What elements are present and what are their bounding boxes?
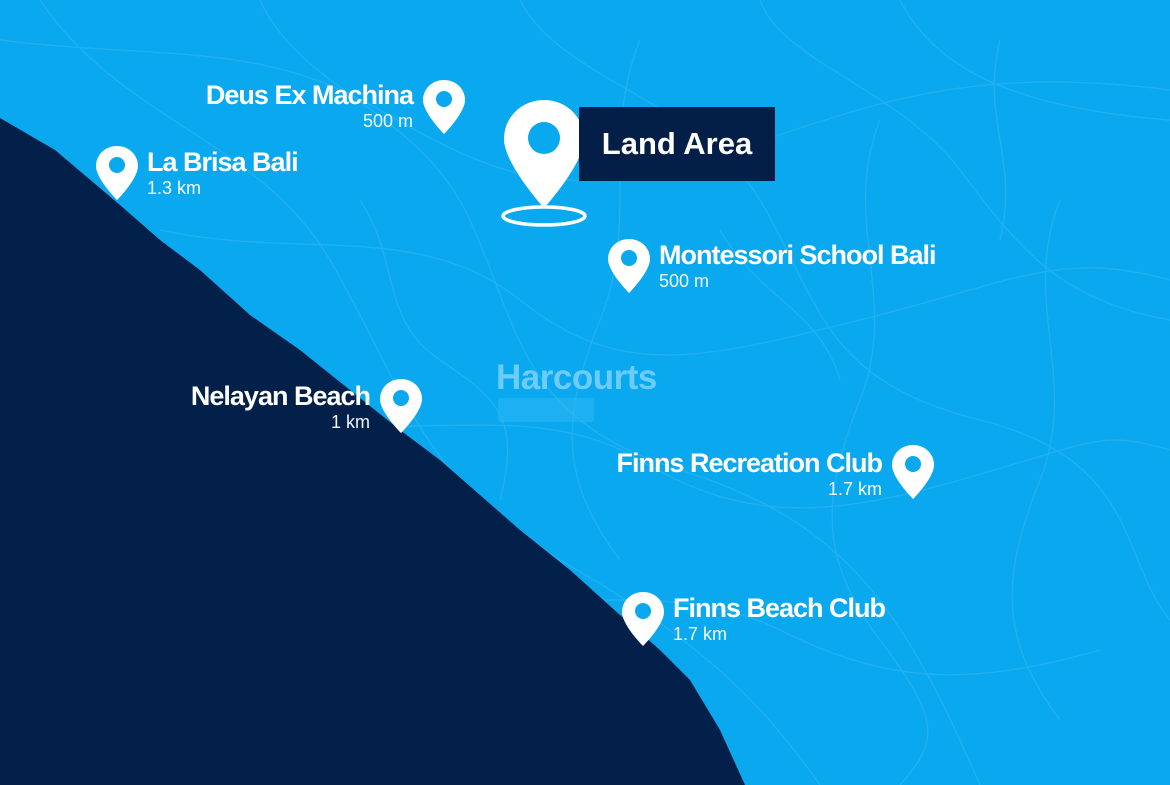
poi-distance: 500 m [659, 271, 710, 291]
map-pin-icon[interactable] [605, 237, 653, 295]
land-area-pin-icon[interactable] [498, 96, 590, 228]
poi-distance: 1.7 km [673, 624, 728, 644]
poi-montessori-school-bali[interactable]: Montessori School Bali 500 m [659, 240, 937, 292]
poi-name: Finns Beach Club [673, 593, 886, 623]
poi-distance: 1.3 km [147, 178, 202, 198]
map-pin-icon[interactable] [93, 144, 141, 202]
poi-finns-beach-club[interactable]: Finns Beach Club 1.7 km [673, 593, 886, 645]
poi-name: Finns Recreation Club [616, 448, 883, 478]
land-area-label: Land Area [579, 107, 775, 181]
poi-deus-ex-machina[interactable]: Deus Ex Machina 500 m [180, 80, 414, 132]
poi-name: La Brisa Bali [147, 147, 299, 177]
poi-name: Deus Ex Machina [205, 80, 414, 110]
map-pin-icon[interactable] [889, 443, 937, 501]
poi-finns-recreation-club[interactable]: Finns Recreation Club 1.7 km [580, 448, 883, 500]
harcourts-watermark: Harcourts [496, 358, 657, 397]
poi-la-brisa-bali[interactable]: La Brisa Bali 1.3 km [147, 147, 299, 199]
map-pin-icon[interactable] [420, 78, 468, 136]
poi-name: Montessori School Bali [659, 240, 937, 270]
poi-nelayan-beach[interactable]: Nelayan Beach 1 km [160, 381, 371, 433]
sea-area [0, 118, 745, 785]
map-pin-icon[interactable] [619, 590, 667, 648]
poi-name: Nelayan Beach [190, 381, 371, 411]
poi-distance: 1 km [330, 412, 370, 432]
poi-distance: 500 m [362, 111, 413, 131]
map-pin-icon[interactable] [377, 377, 425, 435]
watermark-subtext-blur [498, 398, 594, 422]
poi-distance: 1.7 km [827, 479, 882, 499]
